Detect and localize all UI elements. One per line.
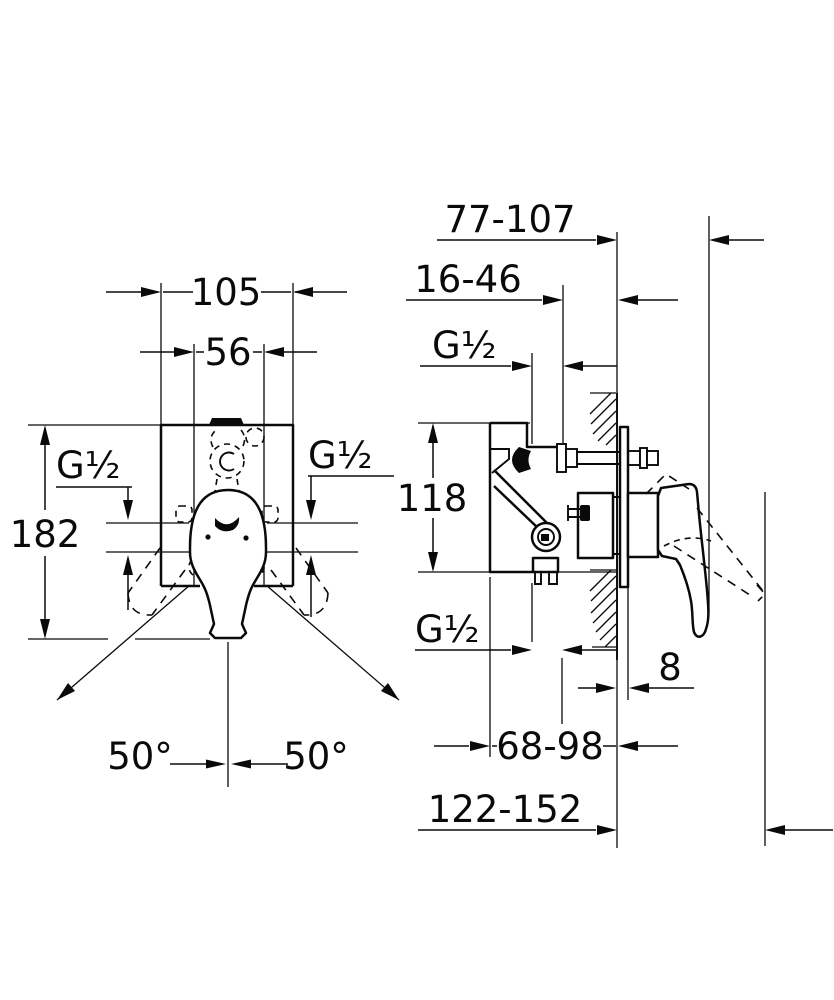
dim-projection-closed-label: 68-98 xyxy=(496,725,604,768)
dim-body-height-label: 118 xyxy=(397,477,468,520)
dim-inlet-right: G¹⁄₂ xyxy=(306,434,394,617)
wall-section xyxy=(589,392,618,660)
dim-outlet-top-label: G¹⁄₂ xyxy=(432,324,497,367)
inlet-level-lines xyxy=(106,522,358,553)
mixer-body-section xyxy=(488,421,620,585)
dim-overall-height-label: 182 xyxy=(10,513,81,556)
dim-projection-closed: 68-98 xyxy=(434,725,678,768)
body-port-black xyxy=(512,447,531,473)
dim-projection-open: 122-152 xyxy=(418,788,833,835)
dim-installation-depth: 16-46 xyxy=(406,258,678,305)
dim-depth-overall-label: 77-107 xyxy=(444,198,575,241)
dim-outlet-top: G¹⁄₂ xyxy=(420,324,617,371)
lever-swing: 50° 50° xyxy=(56,547,400,787)
lever-front-mark xyxy=(215,517,240,532)
lever-alt-dashed-left xyxy=(127,547,186,616)
dim-outlet-bottom-label: G¹⁄₂ xyxy=(415,608,480,651)
lever-alt-dashed-right xyxy=(270,547,329,616)
lever-front xyxy=(188,488,268,640)
dim-inlet-left-label: G¹⁄₂ xyxy=(56,444,121,487)
side-view: 77-107 16-46 G¹⁄₂ 118 xyxy=(397,198,833,848)
dim-inlet-left: G¹⁄₂ xyxy=(56,444,133,610)
dim-installation-depth-label: 16-46 xyxy=(414,258,522,301)
swing-lines xyxy=(56,584,400,701)
dim-escutcheon-thickness-label: 8 xyxy=(658,646,682,689)
side-screw-left-dashed xyxy=(175,505,193,523)
dim-body-width-label: 56 xyxy=(204,331,251,374)
lever-side-open-dashed xyxy=(645,472,767,602)
fixing-bolt xyxy=(556,443,659,473)
box-top-tab xyxy=(209,418,244,425)
dim-inlet-right-label: G¹⁄₂ xyxy=(308,434,373,477)
dim-body-width: 56 xyxy=(140,331,317,374)
lever-side xyxy=(626,482,710,638)
dim-escutcheon-thickness: 8 xyxy=(578,646,694,693)
dim-depth-overall: 77-107 xyxy=(437,198,764,245)
rough-in-box xyxy=(159,418,295,588)
swing-left-label: 50° xyxy=(107,735,173,778)
lever-cap xyxy=(626,491,660,559)
front-view: 105 56 182 G¹⁄₂ xyxy=(10,271,400,787)
bottom-outlet-stub xyxy=(531,556,560,574)
swing-right-label: 50° xyxy=(283,735,349,778)
dim-overall-width-label: 105 xyxy=(191,271,262,314)
dim-overall-width: 105 xyxy=(106,271,347,314)
dim-outlet-bottom: G¹⁄₂ xyxy=(415,608,617,655)
dim-overall-height: 182 xyxy=(10,424,210,640)
dim-projection-open-label: 122-152 xyxy=(428,788,583,831)
cartridge-housing xyxy=(576,491,615,560)
dim-body-height: 118 xyxy=(397,422,617,573)
fixing-screw xyxy=(580,505,590,521)
